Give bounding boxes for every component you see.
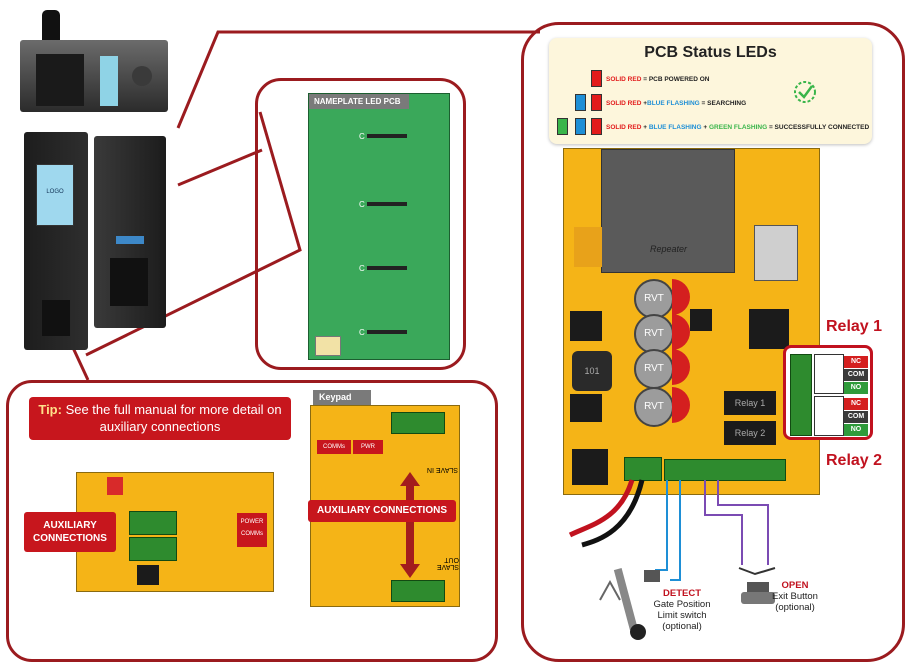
- status-line-powered: SOLID RED = PCB POWERED ON: [606, 76, 710, 83]
- slave-out-label: SLAVE OUT: [436, 556, 459, 570]
- logo-text: LOGO: [46, 189, 64, 195]
- relay-1-label: Relay 1: [826, 318, 883, 335]
- connector: [315, 336, 341, 356]
- intercom-unit-top: [20, 10, 168, 112]
- terminal-no: NO: [844, 424, 868, 436]
- auxiliary-panel: [6, 380, 498, 662]
- terminal-com: COM: [844, 411, 868, 423]
- relay-terminal-block: NC COM NO NC COM NO: [783, 345, 873, 440]
- regulator-chip: [137, 565, 159, 585]
- aux-arrows: [400, 472, 420, 578]
- intercom-unit-tall: LOGO: [24, 132, 88, 350]
- capacitor: RVT: [634, 349, 690, 389]
- check-icon: [794, 81, 816, 103]
- terminal-com: COM: [844, 369, 868, 381]
- sim-slot: [754, 225, 798, 281]
- relay-2-label: Relay 2: [826, 452, 883, 469]
- keypad-grid: [110, 258, 148, 306]
- limit-switch-icon: [599, 568, 660, 640]
- capacitor: RVT: [634, 387, 690, 427]
- led-marker: C: [359, 132, 365, 141]
- io-terminal: [664, 459, 786, 481]
- pcb-wiring-panel: [521, 22, 905, 662]
- bridge-chip: [572, 449, 608, 485]
- nameplate-pcb: NAMEPLATE LED PCB C C C C: [308, 93, 450, 360]
- terminal-nc: NC: [844, 398, 868, 410]
- onboard-relay-2: Relay 2: [724, 421, 776, 445]
- name-display: [100, 56, 118, 106]
- led-strip: [367, 134, 407, 138]
- regulator-chip: [570, 311, 602, 341]
- status-title: PCB Status LEDs: [644, 44, 777, 61]
- microcontroller-chip: [749, 309, 789, 349]
- blue-led-icon: [575, 118, 586, 135]
- status-line-searching: SOLID RED +BLUE FLASHING = SEARCHING: [606, 100, 747, 107]
- keypad-grid: [42, 300, 70, 336]
- regulator-chip: [570, 394, 602, 422]
- capacitor: RVT: [634, 279, 690, 319]
- speaker-grille: [132, 66, 152, 86]
- board-brand: Repeater: [650, 244, 688, 254]
- red-led-icon: [591, 70, 602, 87]
- led-marker: C: [359, 264, 365, 273]
- ic-chip: [690, 309, 712, 331]
- exit-button-icon: [738, 567, 776, 604]
- relay-terminal-strip: [790, 354, 812, 436]
- tip-text: See the full manual for more detail on a…: [61, 402, 282, 434]
- led-marker: C: [359, 200, 365, 209]
- terminal-block: [391, 580, 445, 602]
- detect-caption: DETECT Gate Position Limit switch (optio…: [653, 588, 711, 632]
- relay-1-switch-icon: [814, 354, 844, 394]
- main-pcb: Repeater RVT RVT RVT RVT 101 Relay 1 Rel…: [563, 148, 820, 495]
- capacitor: RVT: [634, 314, 690, 354]
- slave-in-label: SLAVE IN: [427, 466, 458, 473]
- open-caption: OPEN Exit Button (optional): [772, 580, 818, 613]
- aux-connections-label-left: AUXILIARY CONNECTIONS: [24, 512, 116, 552]
- led-strip: [367, 266, 407, 270]
- dip-switch: [107, 477, 123, 495]
- comms-tag: COMMs: [317, 440, 351, 454]
- inductor: 101: [572, 351, 612, 391]
- antenna: [42, 10, 60, 40]
- nameplate-pcb-label: NAMEPLATE LED PCB: [309, 94, 409, 109]
- led-marker: C: [359, 328, 365, 337]
- tip-banner: Tip: See the full manual for more detail…: [29, 397, 291, 440]
- terminal-no: NO: [844, 382, 868, 394]
- blue-led-icon: [575, 94, 586, 111]
- led-strip: [367, 202, 407, 206]
- power-terminal: [624, 457, 662, 481]
- terminal-block: [129, 537, 177, 561]
- terminal-block: [391, 412, 445, 434]
- modem-module: Repeater: [601, 149, 735, 273]
- aux-connections-label-right: AUXILIARY CONNECTIONS: [308, 500, 456, 522]
- nameplate-strip: [116, 236, 144, 244]
- red-led-icon: [591, 94, 602, 111]
- tip-prefix: Tip:: [38, 402, 62, 417]
- green-led-icon: [557, 118, 568, 135]
- nameplate-panel: [255, 78, 466, 370]
- relay-2-switch-icon: [814, 396, 844, 436]
- terminal-block: [129, 511, 177, 535]
- keypad-label: Keypad: [313, 390, 371, 406]
- status-line-connected: SOLID RED + BLUE FLASHING + GREEN FLASHI…: [606, 124, 870, 131]
- led-cluster: [574, 227, 602, 267]
- keypad-grid: [36, 54, 84, 106]
- pwr-tag: PWR: [353, 440, 383, 454]
- status-leds-panel: PCB Status LEDs SOLID RED = PCB POWERED …: [549, 38, 872, 144]
- intercom-unit-side: [94, 136, 166, 328]
- led-strip: [367, 330, 407, 334]
- onboard-relay-1: Relay 1: [724, 391, 776, 415]
- power-comms-tag: POWER COMMs: [237, 513, 267, 547]
- red-led-icon: [591, 118, 602, 135]
- screen: LOGO: [36, 164, 74, 226]
- terminal-nc: NC: [844, 356, 868, 368]
